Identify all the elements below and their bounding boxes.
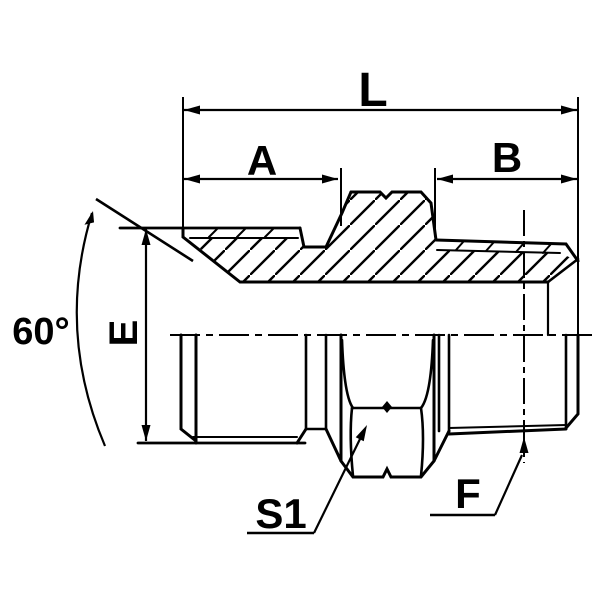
reference-lines (170, 210, 592, 463)
label-S1: S1 (255, 490, 306, 537)
dim-label-L: L (358, 64, 387, 117)
dim-label-B: B (492, 134, 522, 181)
dim-label-A: A (247, 137, 277, 184)
angle-annotation: 60° (12, 197, 194, 447)
arrowhead-arc-icon (84, 211, 95, 225)
leader-F: F (430, 437, 529, 517)
exterior-outline (136, 333, 580, 479)
arrowhead-left-icon (184, 105, 200, 115)
arrowhead-icon (355, 425, 367, 442)
dimension-B: B (434, 134, 577, 237)
arrowhead-left-icon (184, 174, 200, 184)
section-outline (118, 190, 580, 337)
angle-reference-line (95, 197, 194, 263)
arrowhead-up-icon (141, 229, 151, 245)
hex-face-diamond (382, 401, 392, 413)
leader-S1: S1 (247, 425, 367, 537)
arrowhead-right-icon (561, 174, 577, 184)
leader-line (493, 454, 524, 516)
dim-label-E: E (102, 320, 146, 347)
arrowhead-right-icon (561, 105, 577, 115)
leader-line (313, 438, 361, 534)
arrowhead-down-icon (141, 425, 151, 441)
label-F: F (455, 470, 481, 517)
arrowhead-left-icon (437, 174, 453, 184)
angle-arc (75, 212, 107, 447)
angle-label: 60° (12, 311, 69, 353)
arrowhead-right-icon (322, 174, 338, 184)
arrowhead-icon (519, 437, 529, 453)
dimension-E: E (102, 229, 151, 441)
section-hatch (188, 192, 578, 283)
dimension-L: L (182, 64, 579, 335)
dimension-A: A (184, 137, 342, 226)
